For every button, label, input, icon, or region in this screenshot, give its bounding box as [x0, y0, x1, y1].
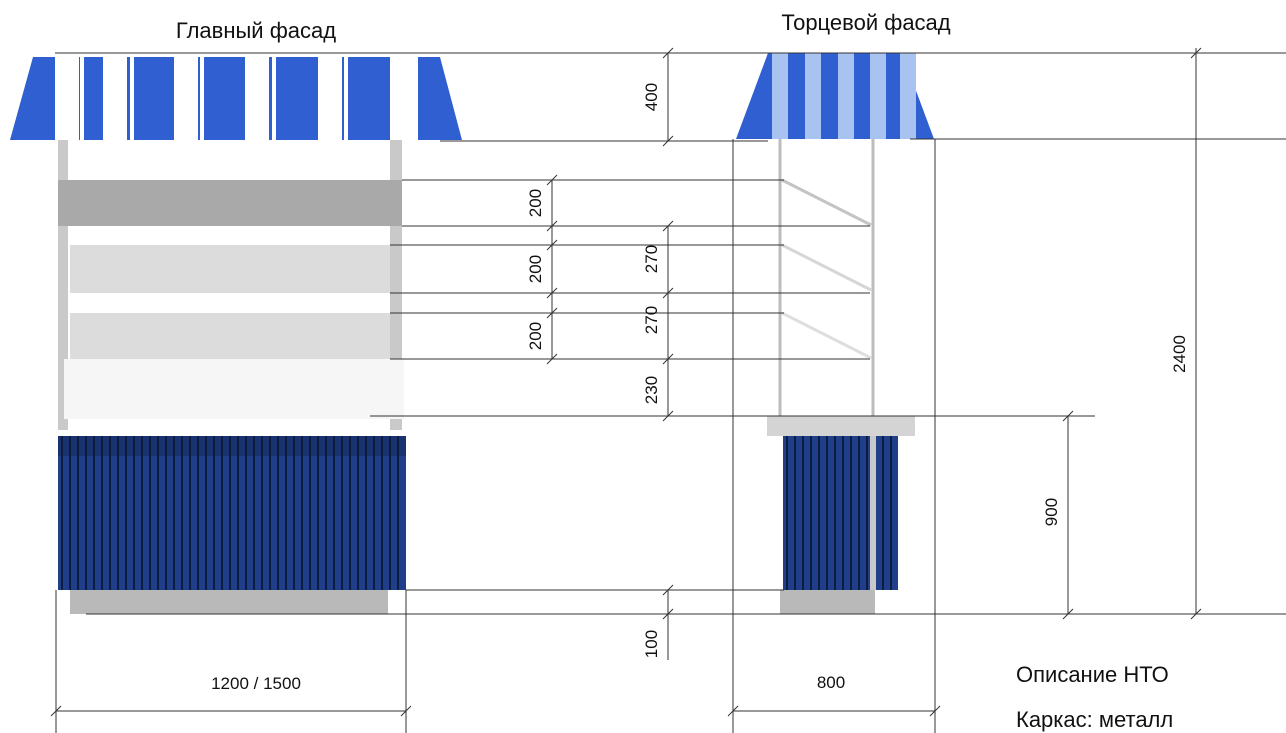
- dim-total-height: 2400: [1170, 335, 1189, 373]
- main-counter-top: [58, 436, 406, 456]
- main-shelf-3: [70, 313, 390, 359]
- dim-frame-270-b: 270: [642, 306, 661, 334]
- awning-stripe: [870, 53, 886, 139]
- awning-thin-stripe: [414, 57, 418, 140]
- awning-stripe: [838, 53, 854, 139]
- end-awning-stripes: [772, 53, 916, 139]
- awning-stripe: [318, 57, 342, 140]
- awning-thin-stripe: [80, 57, 84, 140]
- end-facade: [736, 53, 934, 614]
- description-heading: Описание НТО: [1016, 662, 1169, 687]
- description-frame: Каркас: металл: [1016, 707, 1173, 732]
- main-facade-title: Главный фасад: [176, 18, 336, 43]
- awning-stripe: [772, 53, 788, 139]
- main-shelf-2: [70, 245, 390, 293]
- main-shelf-1: [58, 180, 402, 226]
- main-counter: [58, 436, 406, 590]
- dim-counter-height: 900: [1042, 498, 1061, 526]
- main-left-post: [58, 140, 68, 430]
- end-counter: [783, 436, 898, 590]
- dim-base-height: 100: [642, 630, 661, 658]
- end-shelf-bracket-3: [781, 311, 872, 360]
- awning-thin-stripe: [200, 57, 204, 140]
- awning-stripe: [55, 57, 79, 140]
- dim-shelf-3: 200: [526, 322, 545, 350]
- end-counter-top: [767, 416, 915, 436]
- main-facade: [10, 57, 462, 614]
- awning-stripe: [900, 53, 916, 139]
- dim-frame-270-a: 270: [642, 245, 661, 273]
- awning-thin-stripe: [272, 57, 276, 140]
- end-facade-title: Торцевой фасад: [781, 10, 950, 35]
- dim-awning-height: 400: [642, 83, 661, 111]
- awning-thin-stripe: [344, 57, 348, 140]
- end-shelf-bracket-1: [781, 178, 872, 227]
- awning-thin-stripe: [130, 57, 134, 140]
- dim-shelf-2: 200: [526, 255, 545, 283]
- awning-stripe: [103, 57, 127, 140]
- dim-main-width: 1200 / 1500: [211, 674, 301, 693]
- awning-stripe: [174, 57, 198, 140]
- end-shelf-bracket-2: [781, 243, 872, 292]
- main-counter-lines: [61, 436, 399, 590]
- dim-frame-230: 230: [642, 376, 661, 404]
- end-counter-edge: [870, 436, 876, 590]
- awning-stripe: [805, 53, 821, 139]
- dimension-lines: [50, 47, 1286, 733]
- main-lower-frame: [64, 359, 404, 419]
- main-awning-stripes: [55, 57, 418, 140]
- dim-shelf-1: 200: [526, 189, 545, 217]
- awning-stripe: [390, 57, 414, 140]
- main-base: [70, 590, 388, 614]
- end-base: [780, 590, 875, 614]
- dim-end-width: 800: [817, 673, 845, 692]
- awning-stripe: [245, 57, 269, 140]
